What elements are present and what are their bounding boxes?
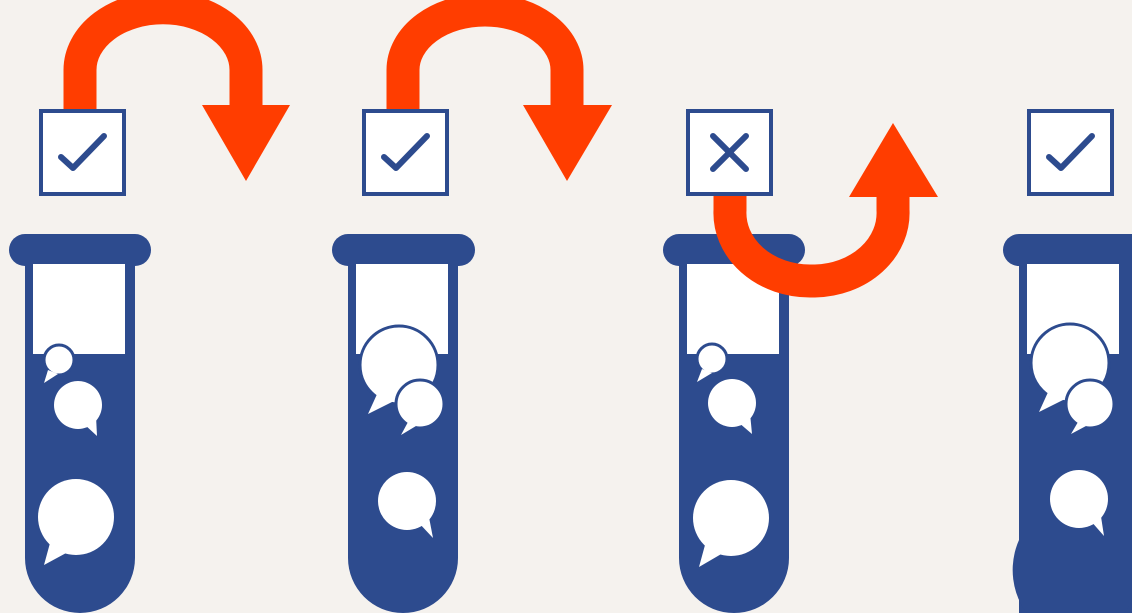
status-checkbox-3 [688, 111, 771, 194]
tube-empty-space [33, 264, 125, 354]
arrow-2-shaft [403, 10, 567, 110]
tube-cap [1003, 234, 1132, 266]
test-tube-4 [1003, 234, 1132, 613]
tube-cap [9, 234, 151, 266]
tube-cap [332, 234, 475, 266]
status-checkbox-4 [1029, 111, 1112, 194]
test-tube-1 [9, 234, 151, 613]
arrow-1-shaft [80, 8, 246, 110]
arrow-3-head [849, 123, 938, 197]
arrow-2-head [523, 105, 612, 181]
test-tube-2 [332, 234, 475, 613]
status-checkbox-2 [364, 111, 447, 194]
tube-body-bottom [1013, 540, 1132, 613]
status-checkbox-1 [41, 111, 124, 194]
arrow-1-head [202, 105, 290, 181]
